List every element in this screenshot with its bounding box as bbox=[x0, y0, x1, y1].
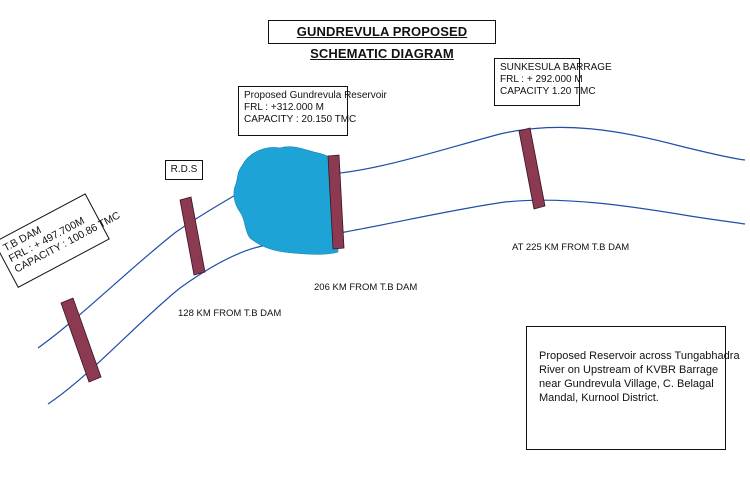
gundrevula-dam-structure bbox=[327, 154, 345, 250]
note-line: Mandal, Kurnool District. bbox=[539, 392, 659, 404]
sunkesula-name: SUNKESULA BARRAGE bbox=[500, 62, 612, 73]
sunkesula-capacity: CAPACITY 1.20 TMC bbox=[500, 86, 596, 97]
note-line: near Gundrevula Village, C. Belagal bbox=[539, 378, 714, 390]
diagram-title: GUNDREVULA PROPOSED SCHEMATIC DIAGRAM bbox=[268, 20, 496, 61]
rds-distance-label: 128 KM FROM T.B DAM bbox=[178, 308, 282, 319]
gundrevula-frl: FRL : +312.000 M bbox=[244, 102, 324, 113]
gundrevula-reservoir-area bbox=[233, 146, 339, 255]
gundrevula-distance-label: 206 KM FROM T.B DAM bbox=[314, 282, 418, 293]
sunkesula-frl: FRL : + 292.000 M bbox=[500, 74, 583, 85]
tb-dam-structure bbox=[60, 297, 102, 383]
note-line: River on Upstream of KVBR Barrage bbox=[539, 364, 719, 376]
project-description-box: Proposed Reservoir across Tungabhadra Ri… bbox=[526, 326, 740, 450]
sunkesula-distance-label: AT 225 KM FROM T.B DAM bbox=[512, 242, 630, 253]
sunkesula-barrage-structure bbox=[518, 127, 546, 210]
gundrevula-name: Proposed Gundrevula Reservoir bbox=[244, 90, 387, 101]
gundrevula-capacity: CAPACITY : 20.150 TMC bbox=[244, 114, 357, 125]
sunkesula-info-box: SUNKESULA BARRAGE FRL : + 292.000 M CAPA… bbox=[494, 58, 612, 106]
river-upper-bank bbox=[37, 126, 746, 349]
river-lower-bank bbox=[47, 199, 746, 405]
gundrevula-info-box: Proposed Gundrevula Reservoir FRL : +312… bbox=[238, 86, 387, 136]
note-line: Proposed Reservoir across Tungabhadra bbox=[539, 350, 740, 362]
rds-label-box: R.D.S bbox=[165, 160, 203, 180]
rds-anicut-structure bbox=[179, 196, 206, 276]
